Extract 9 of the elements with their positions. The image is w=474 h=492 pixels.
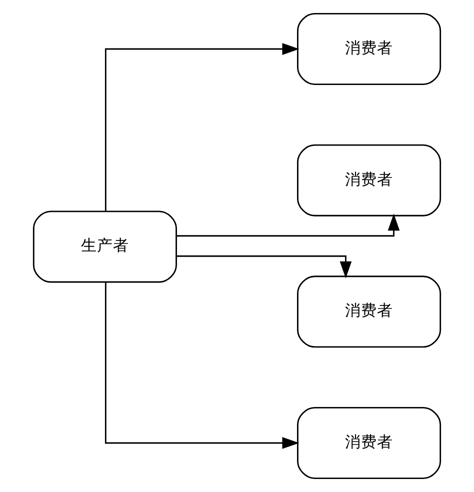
arrow: [176, 214, 400, 237]
node-box: 生产者: [32, 210, 177, 283]
arrow: [104, 282, 300, 449]
node-box: 消费者: [297, 407, 442, 479]
node-box: 消费者: [297, 144, 442, 216]
node-box: 消费者: [297, 276, 442, 348]
arrow: [176, 255, 352, 278]
arrow: [104, 43, 300, 212]
node-box: 消费者: [297, 13, 442, 85]
